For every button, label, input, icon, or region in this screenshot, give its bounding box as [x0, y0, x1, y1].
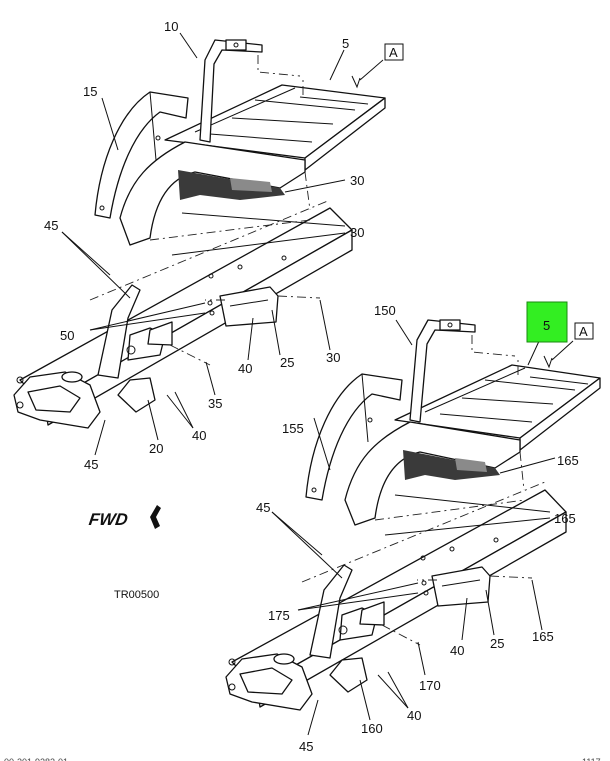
bottom-right-code: 1117: [582, 757, 601, 761]
callout-20: 20: [149, 441, 163, 456]
callout-155: 155: [282, 421, 304, 436]
mudflap-bracket-bottom: [305, 373, 403, 501]
callout-5-highlighted: 5: [543, 318, 550, 333]
callout-40: 40: [450, 643, 464, 658]
leaders-bottom: [271, 319, 574, 736]
callout-165: 165: [532, 629, 554, 644]
upright-support-bottom: [409, 319, 519, 423]
callout-40: 40: [407, 708, 421, 723]
lower-brackets-top: [97, 284, 321, 413]
mudflap-bracket-top: [94, 91, 189, 219]
drawing-number: TR00500: [114, 589, 159, 601]
callout-A: A: [579, 324, 588, 339]
callout-25: 25: [490, 636, 504, 651]
callout-10: 10: [164, 19, 178, 34]
callout-175: 175: [268, 608, 290, 623]
callout-50: 50: [60, 328, 74, 343]
callout-170: 170: [419, 678, 441, 693]
callout-165: 165: [557, 453, 579, 468]
callout-A-box: [384, 43, 404, 61]
callout-35: 35: [208, 396, 222, 411]
callouts-top: 10 5 A 15 30 30 45 50 40 25 30 35 40 20 …: [44, 19, 404, 472]
fender-tray-bottom: [344, 364, 601, 526]
callout-A: A: [389, 45, 398, 60]
leaders-top: [61, 32, 384, 456]
callout-40: 40: [238, 361, 252, 376]
top-assembly: 10 5 A 15 30 30 45 50 40 25 30 35 40 20 …: [13, 19, 404, 472]
highlight-callout-box: [526, 301, 568, 343]
callout-30: 30: [326, 350, 340, 365]
callout-45: 45: [44, 218, 58, 233]
callout-165: 165: [554, 511, 576, 526]
callouts-bottom: 150 5 A 155 165 165 45 175 40 25 165 170…: [256, 303, 594, 754]
callout-30: 30: [350, 173, 364, 188]
fwd-indicator: FWD: [88, 505, 161, 529]
bottom-left-code: 00-201-9282-01: [4, 757, 68, 761]
callout-40: 40: [192, 428, 206, 443]
fwd-label: FWD: [88, 510, 129, 529]
callout-25: 25: [280, 355, 294, 370]
fwd-arrow-icon: [150, 505, 161, 529]
upright-support-top: [199, 39, 304, 143]
callout-45: 45: [84, 457, 98, 472]
callout-160: 160: [361, 721, 383, 736]
callout-A-box: [574, 322, 594, 340]
callout-5: 5: [342, 36, 349, 51]
callout-150: 150: [374, 303, 396, 318]
callout-45: 45: [256, 500, 270, 515]
callout-15: 15: [83, 84, 97, 99]
bottom-assembly: 150 5 A 155 165 165 45 175 40 25 165 170…: [225, 301, 601, 754]
fender-tray-top: [119, 84, 386, 246]
callout-30: 30: [350, 225, 364, 240]
callout-45: 45: [299, 739, 313, 754]
lower-brackets-bottom: [309, 564, 533, 693]
